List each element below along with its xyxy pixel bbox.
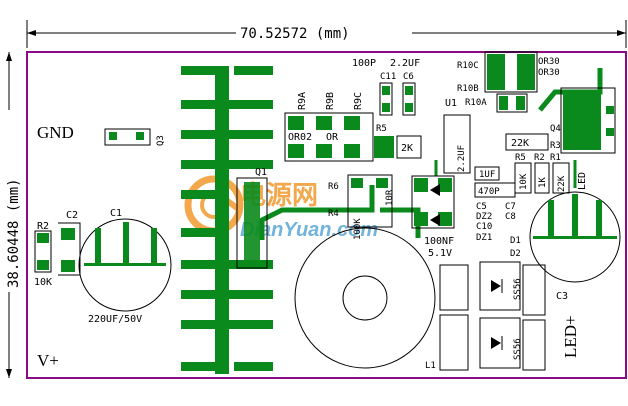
- ss56-diodes: SS56 SS56: [439, 261, 546, 371]
- val-470p: 470P: [478, 187, 500, 197]
- c8-label: C8: [505, 212, 516, 222]
- c6-value: 2.2UF: [390, 58, 420, 69]
- r5-right-label: R5: [515, 153, 526, 163]
- c6-label: C6: [403, 72, 414, 82]
- right-resistors: 22K R5 R2 R1 R3 10K 1K 22K LED: [505, 133, 588, 194]
- diode-cluster: 100NF 5.1V: [411, 175, 455, 259]
- c11-value: 100P: [352, 58, 376, 69]
- r2-right-label: R2: [534, 153, 545, 163]
- r-0r02-label: OR02: [288, 132, 312, 143]
- r9b-label: R9B: [325, 92, 336, 110]
- c2-footprint: C2: [58, 210, 81, 276]
- ss56-b-label: SS56: [513, 338, 523, 360]
- r6-r4-group: R6 R4 10R 100K: [328, 174, 395, 240]
- r-100k-label: 100K: [353, 218, 363, 240]
- c11-c6-footprints: 100P 2.2UF C11 C6 U1 2.2UF: [352, 58, 471, 174]
- r5-mid-footprint: R5 2K: [374, 124, 422, 159]
- r5-mid-label: R5: [376, 124, 387, 134]
- q4-label: Q4: [550, 124, 561, 134]
- c1-label: C1: [110, 208, 122, 219]
- u1-cap-value: 2.2UF: [457, 145, 467, 172]
- r-10r-label: 10R: [385, 189, 395, 206]
- val-22k-a: 22K: [511, 138, 529, 149]
- u1-label: U1: [445, 98, 457, 109]
- r2-left-value: 10K: [34, 277, 52, 288]
- r10a-label: R10A: [465, 98, 487, 108]
- r4-label: R4: [328, 209, 339, 219]
- q1-footprint: Q1: [236, 167, 268, 269]
- r6-label: R6: [328, 182, 339, 192]
- l1-label: L1: [425, 361, 436, 371]
- r10b-label: R10B: [457, 84, 479, 94]
- d2-label: D2: [510, 249, 521, 259]
- l1-footprint: L1: [294, 227, 436, 371]
- r9c-label: R9C: [353, 92, 364, 110]
- width-label: 70.52572 (mm): [240, 26, 350, 42]
- r-0r30-b: OR30: [538, 68, 560, 78]
- r2-left-label: R2: [37, 221, 49, 232]
- r10c-label: R10C: [457, 61, 479, 71]
- val-10k: 10K: [519, 173, 529, 190]
- r1-label: R1: [550, 153, 561, 163]
- heatsink-copper: [181, 66, 273, 374]
- q1-label: Q1: [255, 167, 267, 178]
- c3-footprint: D1 D2 C3: [510, 191, 621, 302]
- c2-label: C2: [66, 210, 78, 221]
- height-dimension: 38.60448 (mm): [6, 52, 22, 378]
- height-label: 38.60448 (mm): [6, 178, 22, 288]
- r10-group: R10C R10B R10A OR30 OR30 Q4: [457, 51, 616, 154]
- r9a-label: R9A: [297, 92, 308, 110]
- c1-value: 220UF/50V: [88, 314, 142, 325]
- r9-group: R9A R9B R9C OR02 OR: [284, 92, 374, 162]
- val-1k: 1K: [538, 177, 548, 188]
- led-label: LED: [577, 172, 588, 190]
- val-1uf: 1UF: [479, 170, 495, 180]
- c11-label: C11: [380, 72, 396, 82]
- q3-label: Q3: [156, 135, 166, 146]
- r-0r-label: OR: [326, 132, 339, 143]
- r3-label: R3: [550, 141, 561, 151]
- val-22k-b: 22K: [557, 175, 567, 192]
- c3-label: C3: [556, 291, 568, 302]
- dz2-label: DZ2: [476, 212, 492, 222]
- q3-footprint: Q3: [104, 128, 166, 146]
- width-dimension: 70.52572 (mm): [26, 20, 627, 48]
- watermark-en: DianYuan.com: [240, 219, 378, 241]
- small-caps-group: 1UF 470P C5 C7 DZ2 C8 C10 DZ1: [474, 166, 516, 243]
- d1-label: D1: [510, 236, 521, 246]
- led-plus-label: LED+: [561, 315, 580, 358]
- vplus-label: V+: [37, 351, 59, 370]
- c5-label: C5: [476, 202, 487, 212]
- dz1-label: DZ1: [476, 233, 492, 243]
- val-5v1: 5.1V: [428, 248, 452, 259]
- ss56-a-label: SS56: [513, 278, 523, 300]
- r2-left-footprint: R2 10K: [34, 221, 52, 288]
- r-0r30-a: OR30: [538, 57, 560, 67]
- val-100nf: 100NF: [424, 236, 454, 247]
- gnd-label: GND: [37, 123, 74, 142]
- r5-mid-value: 2K: [401, 143, 413, 154]
- c7-label: C7: [505, 202, 516, 212]
- c10-label: C10: [476, 222, 492, 232]
- board-outline: [26, 51, 627, 379]
- c1-footprint: C1 220UF/50V: [78, 208, 172, 325]
